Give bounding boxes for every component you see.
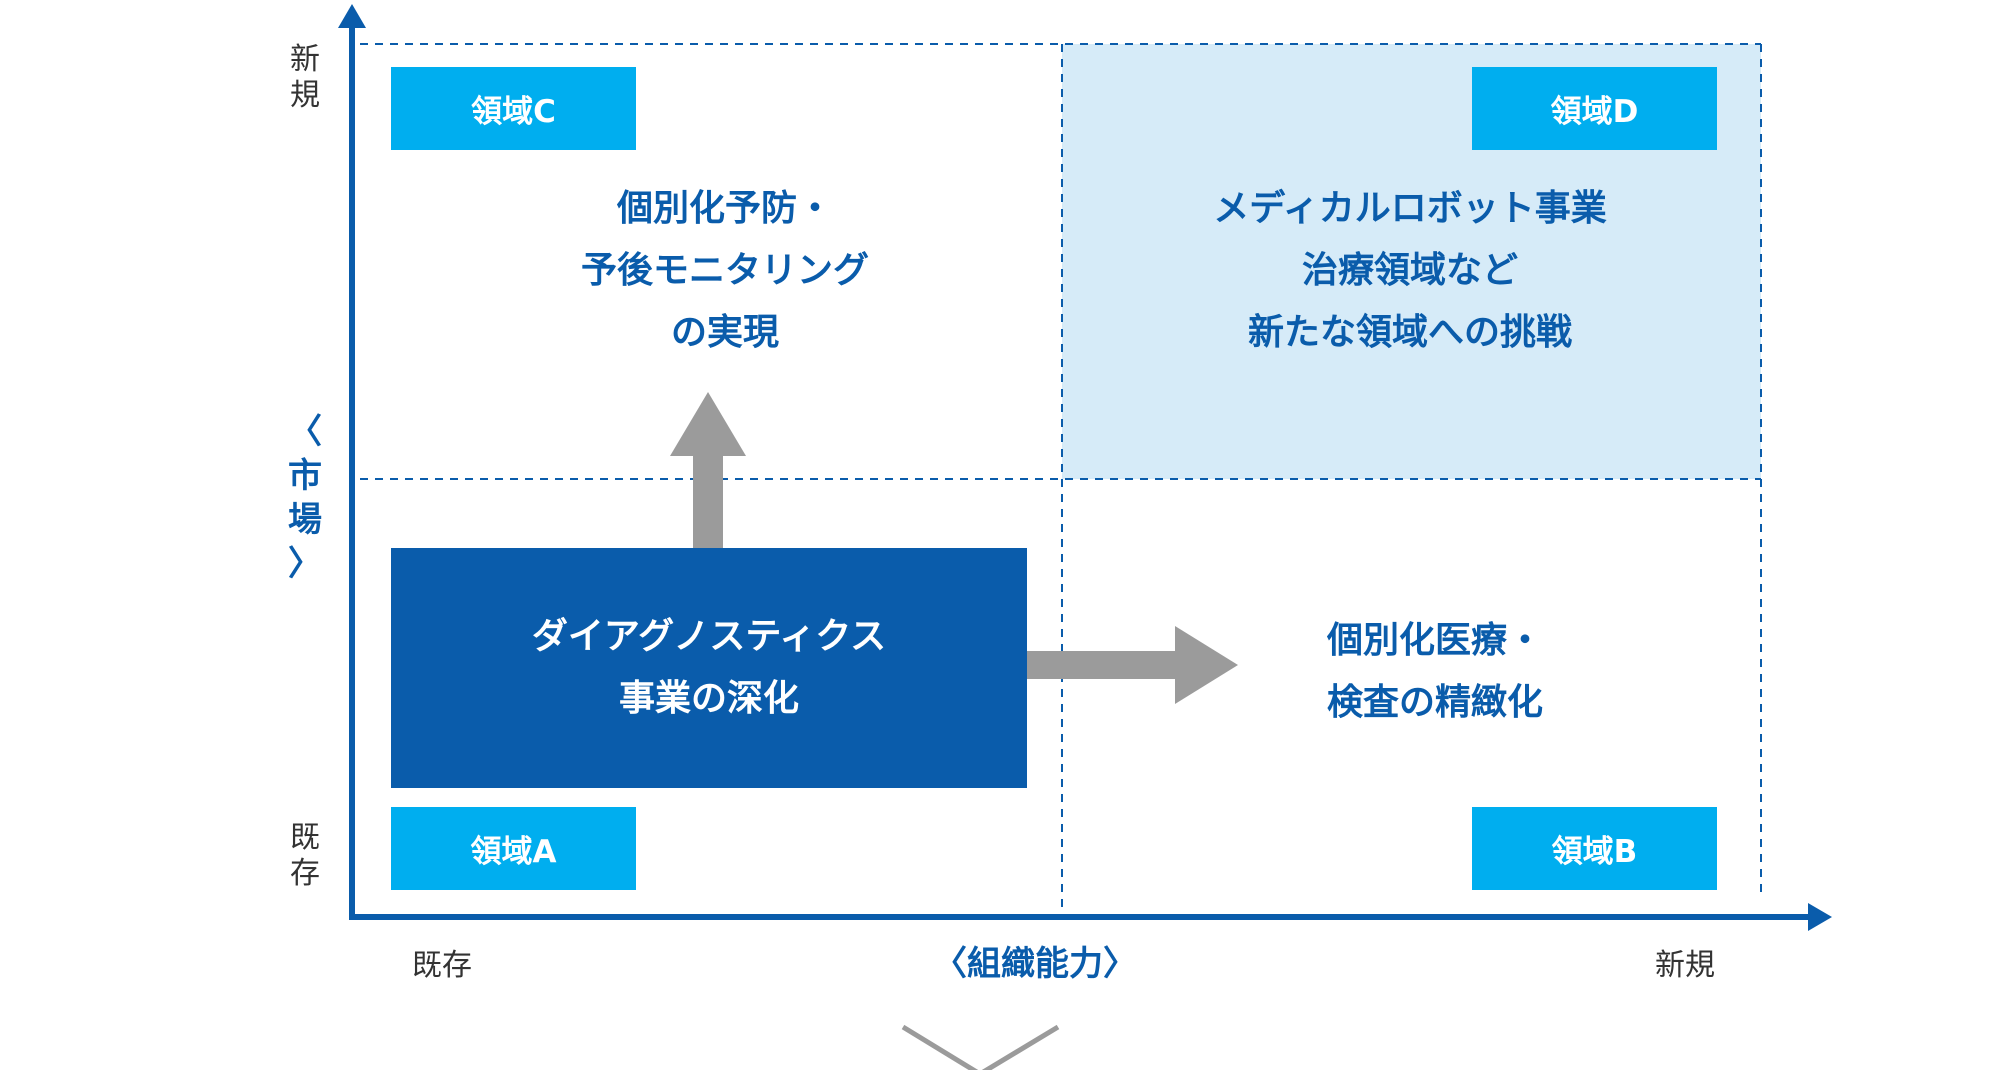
quadrant-b-line-1: 個別化医療・ (1326, 620, 1543, 661)
quadrant-d-line-3: 新たな領域への挑戦 (1247, 312, 1572, 353)
quadrant-a-line-2: 事業の深化 (618, 678, 799, 719)
y-axis-title: 〈 市 場 〉 (283, 410, 327, 586)
y-top-char-1: 新 (290, 42, 320, 77)
x-axis-right-label: 新規 (1655, 948, 1715, 983)
tag-quadrant-d: 領域D (1472, 67, 1717, 150)
y-top-char-2: 規 (290, 78, 320, 113)
quadrant-c-text: 個別化予防・ 予後モニタリング の実現 (560, 178, 890, 364)
chevron-down-icon[interactable] (901, 1024, 1060, 1070)
x-axis-title: 〈組織能力〉 (933, 944, 1137, 984)
x-axis-arrowhead (1808, 903, 1832, 931)
x-axis-left-label: 既存 (412, 948, 472, 983)
quadrant-d-line-1: メディカルロボット事業 (1213, 188, 1607, 229)
quadrant-b-text: 個別化医療・ 検査の精緻化 (1270, 610, 1600, 734)
y-title-char-3: 場 (288, 500, 322, 540)
quadrant-d-text: メディカルロボット事業 治療領域など 新たな領域への挑戦 (1160, 178, 1660, 364)
quadrant-b-line-2: 検査の精緻化 (1326, 682, 1543, 723)
tag-quadrant-a: 領域A (391, 807, 636, 890)
y-title-char-4: 〉 (288, 544, 322, 584)
arrow-right-icon (1027, 626, 1238, 704)
quadrant-c-line-3: の実現 (670, 312, 779, 353)
arrow-up-icon (670, 392, 746, 550)
y-axis-bottom-label: 既 存 (285, 820, 325, 892)
quadrant-d-line-2: 治療領域など (1301, 250, 1518, 291)
quadrant-a-core-box: ダイアグノスティクス 事業の深化 (391, 548, 1027, 788)
tag-quadrant-c: 領域C (391, 67, 636, 150)
y-axis-top-label: 新 規 (285, 42, 325, 114)
y-axis-arrowhead (338, 4, 366, 28)
y-bottom-char-1: 既 (290, 820, 320, 855)
tag-quadrant-b: 領域B (1472, 807, 1717, 890)
quadrant-c-line-2: 予後モニタリング (580, 250, 869, 291)
quadrant-c-line-1: 個別化予防・ (616, 188, 833, 229)
grid-lines (360, 43, 1762, 917)
y-title-char-2: 市 (288, 456, 322, 496)
y-title-char-1: 〈 (288, 412, 322, 452)
quadrant-a-line-1: ダイアグノスティクス (531, 616, 887, 657)
y-bottom-char-2: 存 (290, 856, 320, 891)
